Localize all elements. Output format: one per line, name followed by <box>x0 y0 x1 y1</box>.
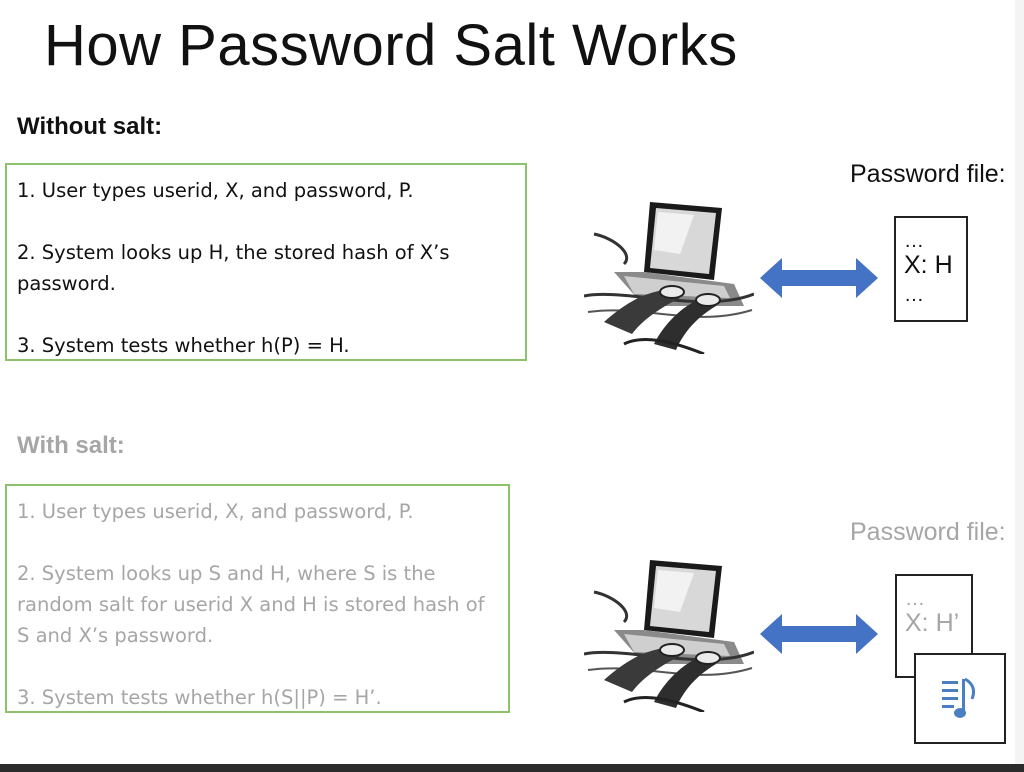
audio-playlist-icon <box>942 677 976 718</box>
file-ellipsis-bottom: … <box>904 284 925 306</box>
with-salt-heading: With salt: <box>17 432 125 459</box>
without-salt-steps-box: 1. User types userid, X, and password, P… <box>5 163 527 361</box>
without-salt-password-file: … X: H … <box>894 216 968 322</box>
with-salt-step-1: 1. User types userid, X, and password, P… <box>17 500 414 523</box>
bottom-taskbar-strip <box>0 764 1024 772</box>
with-salt-step-3: 3. System tests whether h(S||P) = H’. <box>17 686 382 709</box>
salted-file-entry: X: H’ <box>905 609 960 637</box>
double-arrow-icon <box>760 258 878 298</box>
audio-playlist-button[interactable] <box>914 653 1006 744</box>
with-salt-password-file-label: Password file: <box>850 518 1006 546</box>
file-ellipsis-top: … <box>904 230 925 252</box>
with-salt-steps-box: 1. User types userid, X, and password, P… <box>5 484 510 713</box>
without-salt-password-file-label: Password file: <box>850 160 1006 188</box>
slide-title: How Password Salt Works <box>44 13 738 78</box>
laptop-typing-icon <box>584 202 754 354</box>
double-arrow-icon <box>760 614 878 654</box>
salted-file-ellipsis-top: … <box>905 588 926 610</box>
with-salt-step-2: 2. System looks up S and H, where S is t… <box>17 562 485 647</box>
without-salt-heading: Without salt: <box>17 113 163 140</box>
without-salt-step-2: 2. System looks up H, the stored hash of… <box>17 241 450 295</box>
without-salt-step-3: 3. System tests whether h(P) = H. <box>17 334 350 357</box>
laptop-typing-icon <box>584 560 754 712</box>
right-edge-bar <box>1015 0 1024 772</box>
file-entry: X: H <box>904 251 953 279</box>
without-salt-step-1: 1. User types userid, X, and password, P… <box>17 179 414 202</box>
